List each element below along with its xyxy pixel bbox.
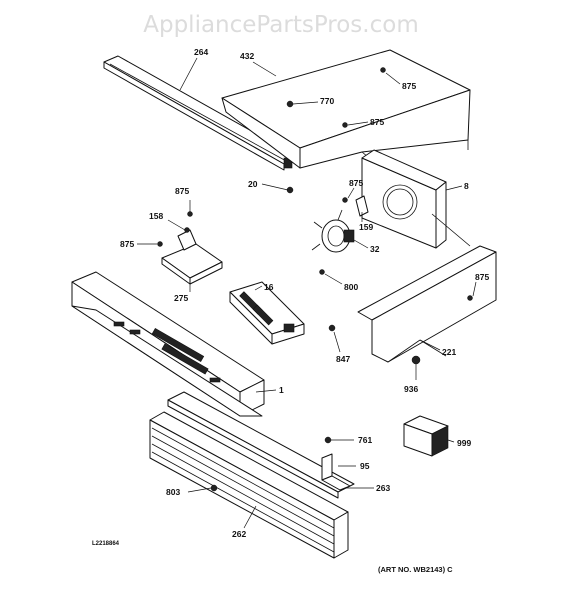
fasteners [157, 67, 473, 492]
callout-158[interactable]: 158 [149, 211, 163, 221]
part-16-control-board[interactable] [229, 281, 305, 345]
part-262-vent-grille[interactable] [149, 411, 349, 559]
drawing-id: L2218864 [92, 541, 120, 547]
screw-875b[interactable] [342, 122, 348, 128]
screw-770[interactable] [286, 100, 294, 108]
screw-847[interactable] [328, 324, 336, 332]
screw-800[interactable] [319, 269, 325, 275]
callout-875[interactable]: 875 [402, 81, 416, 91]
callout-8[interactable]: 8 [464, 181, 469, 191]
screw-875e[interactable] [157, 241, 163, 247]
callout-221[interactable]: 221 [442, 347, 456, 357]
part-8-blower-bracket[interactable] [361, 149, 447, 249]
callout-999[interactable]: 999 [457, 438, 471, 448]
part-221-side-panel[interactable] [357, 213, 497, 363]
part-432-top-panel[interactable] [221, 49, 471, 201]
part-263-lower-trim[interactable] [167, 391, 355, 499]
callout-803[interactable]: 803 [166, 487, 180, 497]
callout-875[interactable]: 875 [120, 239, 134, 249]
callout-263[interactable]: 263 [376, 483, 390, 493]
callout-20[interactable]: 20 [248, 179, 258, 189]
callout-761[interactable]: 761 [358, 435, 372, 445]
part-1-control-panel[interactable] [71, 271, 265, 417]
screw-158[interactable] [184, 227, 190, 233]
leader-lines [137, 57, 477, 529]
callout-16[interactable]: 16 [264, 282, 274, 292]
callout-432[interactable]: 432 [240, 51, 254, 61]
display-window [113, 321, 221, 383]
callout-875[interactable]: 875 [370, 117, 384, 127]
callout-847[interactable]: 847 [336, 354, 350, 364]
callout-875[interactable]: 875 [175, 186, 189, 196]
callout-875[interactable]: 875 [349, 178, 363, 188]
callout-275[interactable]: 275 [174, 293, 188, 303]
screw-875c[interactable] [342, 197, 348, 203]
callout-264[interactable]: 264 [194, 47, 208, 57]
part-264-top-trim[interactable] [103, 55, 297, 171]
callout-262[interactable]: 262 [232, 529, 246, 539]
screw-761[interactable] [324, 436, 332, 444]
art-number: (ART NO. WB2143) C [378, 565, 453, 574]
part-159-clip[interactable] [355, 195, 369, 217]
screw-875d[interactable] [187, 211, 193, 217]
callout-936[interactable]: 936 [404, 384, 418, 394]
callout-875[interactable]: 875 [475, 272, 489, 282]
screw-875f[interactable] [467, 295, 473, 301]
part-999-kit-box[interactable] [403, 415, 449, 457]
callout-1[interactable]: 1 [279, 385, 284, 395]
callout-95[interactable]: 95 [360, 461, 370, 471]
callout-32[interactable]: 32 [370, 244, 380, 254]
screw-936[interactable] [411, 355, 421, 365]
callout-800[interactable]: 800 [344, 282, 358, 292]
part-95-bracket[interactable] [321, 453, 351, 491]
callout-159[interactable]: 159 [359, 222, 373, 232]
watermark: AppliancePartsPros.com [143, 12, 418, 38]
part-32-blower-motor[interactable] [311, 209, 355, 253]
screw-875a[interactable] [380, 67, 386, 73]
callout-770[interactable]: 770 [320, 96, 334, 106]
callout-labels: 264 432 875 770 875 20 875 8 159 875 158… [120, 47, 489, 539]
part-275-bracket[interactable] [161, 229, 223, 285]
screw-803[interactable] [210, 484, 218, 492]
